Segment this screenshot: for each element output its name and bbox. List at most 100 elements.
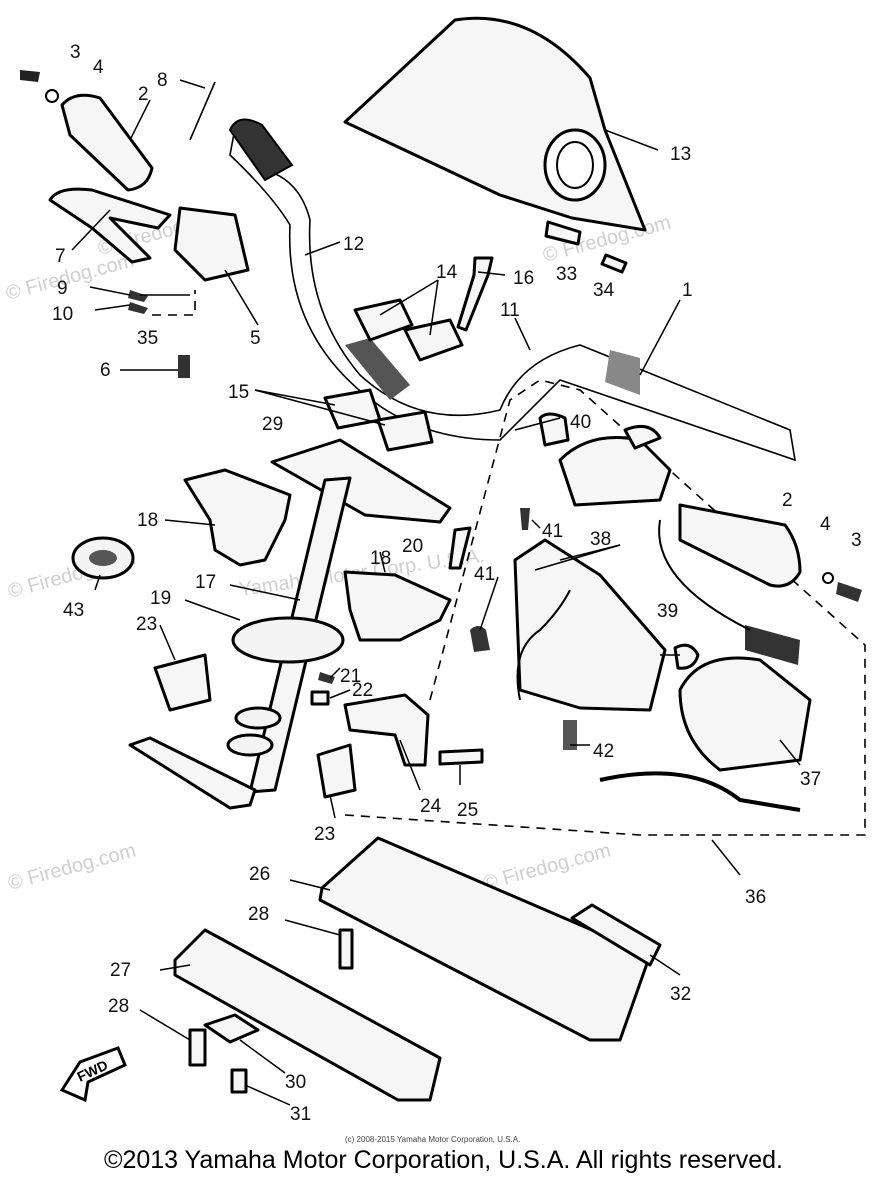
callout: 4	[93, 57, 104, 78]
bar-clamp-lower	[376, 410, 434, 452]
bracket-35	[152, 290, 196, 316]
callout: 36	[745, 887, 766, 908]
washer-21	[318, 672, 335, 684]
callout: 18	[137, 510, 158, 531]
handlebar-cover	[343, 16, 647, 232]
callout: 2	[138, 84, 149, 105]
leader-lines	[71, 79, 801, 1106]
handlebar	[229, 126, 797, 462]
knob-39	[673, 643, 700, 670]
column-bushing	[226, 733, 274, 757]
bar-knurl	[345, 338, 410, 400]
switch-knob	[538, 412, 570, 447]
callout: 39	[657, 601, 678, 622]
screw	[836, 582, 862, 602]
callout: 42	[593, 741, 614, 762]
callout: 23	[314, 824, 335, 845]
bar-clamp-lower	[323, 388, 382, 430]
callout: 26	[249, 864, 270, 885]
bulb-41	[470, 626, 490, 652]
shim-32	[570, 903, 662, 967]
screw	[600, 253, 628, 274]
screw-42	[563, 720, 577, 750]
small-clip	[128, 302, 148, 314]
callout: 30	[285, 1072, 306, 1093]
small-copyright: (c) 2008-2015 Yamaha Motor Corporation, …	[345, 1135, 520, 1144]
pin	[189, 81, 216, 141]
nut-22	[310, 690, 330, 706]
bar-knurl-right	[605, 350, 640, 395]
clip-30	[203, 1013, 260, 1044]
screw	[20, 70, 40, 82]
callout: 7	[55, 246, 66, 267]
throttle-lever	[48, 187, 172, 264]
switch-plate	[513, 538, 667, 712]
callout: 8	[157, 70, 168, 91]
callout: 24	[420, 796, 442, 817]
bar-clamp-upper	[403, 318, 464, 362]
callout: 12	[343, 234, 364, 255]
clamp-bolt	[456, 256, 494, 332]
callout: 2	[782, 490, 793, 511]
callout: 16	[513, 268, 534, 289]
cover-hole-inner	[556, 141, 594, 189]
callout: 13	[670, 144, 691, 165]
callout: 28	[248, 904, 269, 925]
watermark: © Firedog.com	[6, 840, 139, 895]
watermark: © Firedog.com	[481, 840, 614, 895]
callout: 41	[542, 521, 563, 542]
callout: 37	[800, 769, 821, 790]
copyright-notice: ©2013 Yamaha Motor Corporation, U.S.A. A…	[104, 1146, 783, 1174]
bar-clamp-upper	[353, 298, 414, 342]
bolt-20	[448, 526, 472, 570]
wire-harness	[658, 519, 751, 631]
left-bar-end	[228, 118, 294, 182]
throttle-housing	[173, 206, 250, 282]
callout: 15	[228, 382, 249, 403]
column-bushing	[234, 706, 282, 730]
switch-housing	[558, 436, 672, 507]
wire-harness	[599, 771, 801, 812]
callout: 19	[150, 588, 171, 609]
switch-cover	[623, 424, 662, 450]
callout: 3	[70, 42, 81, 63]
callout: 11	[500, 300, 520, 321]
callout: 21	[340, 666, 361, 687]
bushing-23	[153, 653, 212, 712]
callout: 14	[436, 262, 458, 283]
callout: 43	[63, 600, 84, 621]
callout: 9	[57, 278, 68, 299]
spring	[745, 625, 800, 665]
bracket-24	[343, 693, 430, 767]
callout: 6	[100, 360, 111, 381]
connector-37	[678, 656, 812, 772]
screw	[178, 355, 190, 378]
column-plate	[231, 616, 345, 664]
callout: 23	[136, 614, 157, 635]
fwd-arrow	[59, 1046, 127, 1103]
screw	[520, 508, 530, 530]
steering-bracket	[343, 570, 452, 642]
right-grip	[678, 503, 802, 588]
watermark: © Firedog.com	[4, 250, 137, 305]
bolt-31	[230, 1068, 248, 1094]
callout: 5	[250, 328, 261, 349]
steering-bracket	[183, 468, 292, 567]
callout: 31	[290, 1104, 311, 1125]
bolt-28	[188, 1028, 207, 1067]
bolt-25	[438, 748, 484, 766]
callout: 20	[402, 536, 423, 557]
callout: 33	[556, 264, 577, 285]
callout: 28	[108, 996, 129, 1017]
mount-plate-27	[173, 928, 442, 1102]
callout: 29	[262, 414, 283, 435]
callout: 17	[195, 572, 216, 593]
left-grip	[60, 93, 154, 192]
callout: 38	[590, 529, 611, 550]
cover-clip	[544, 220, 582, 246]
mount-plate-26	[318, 836, 652, 1042]
cap-43-center	[89, 550, 117, 566]
callout: 3	[851, 530, 862, 551]
small-clip	[128, 290, 148, 302]
